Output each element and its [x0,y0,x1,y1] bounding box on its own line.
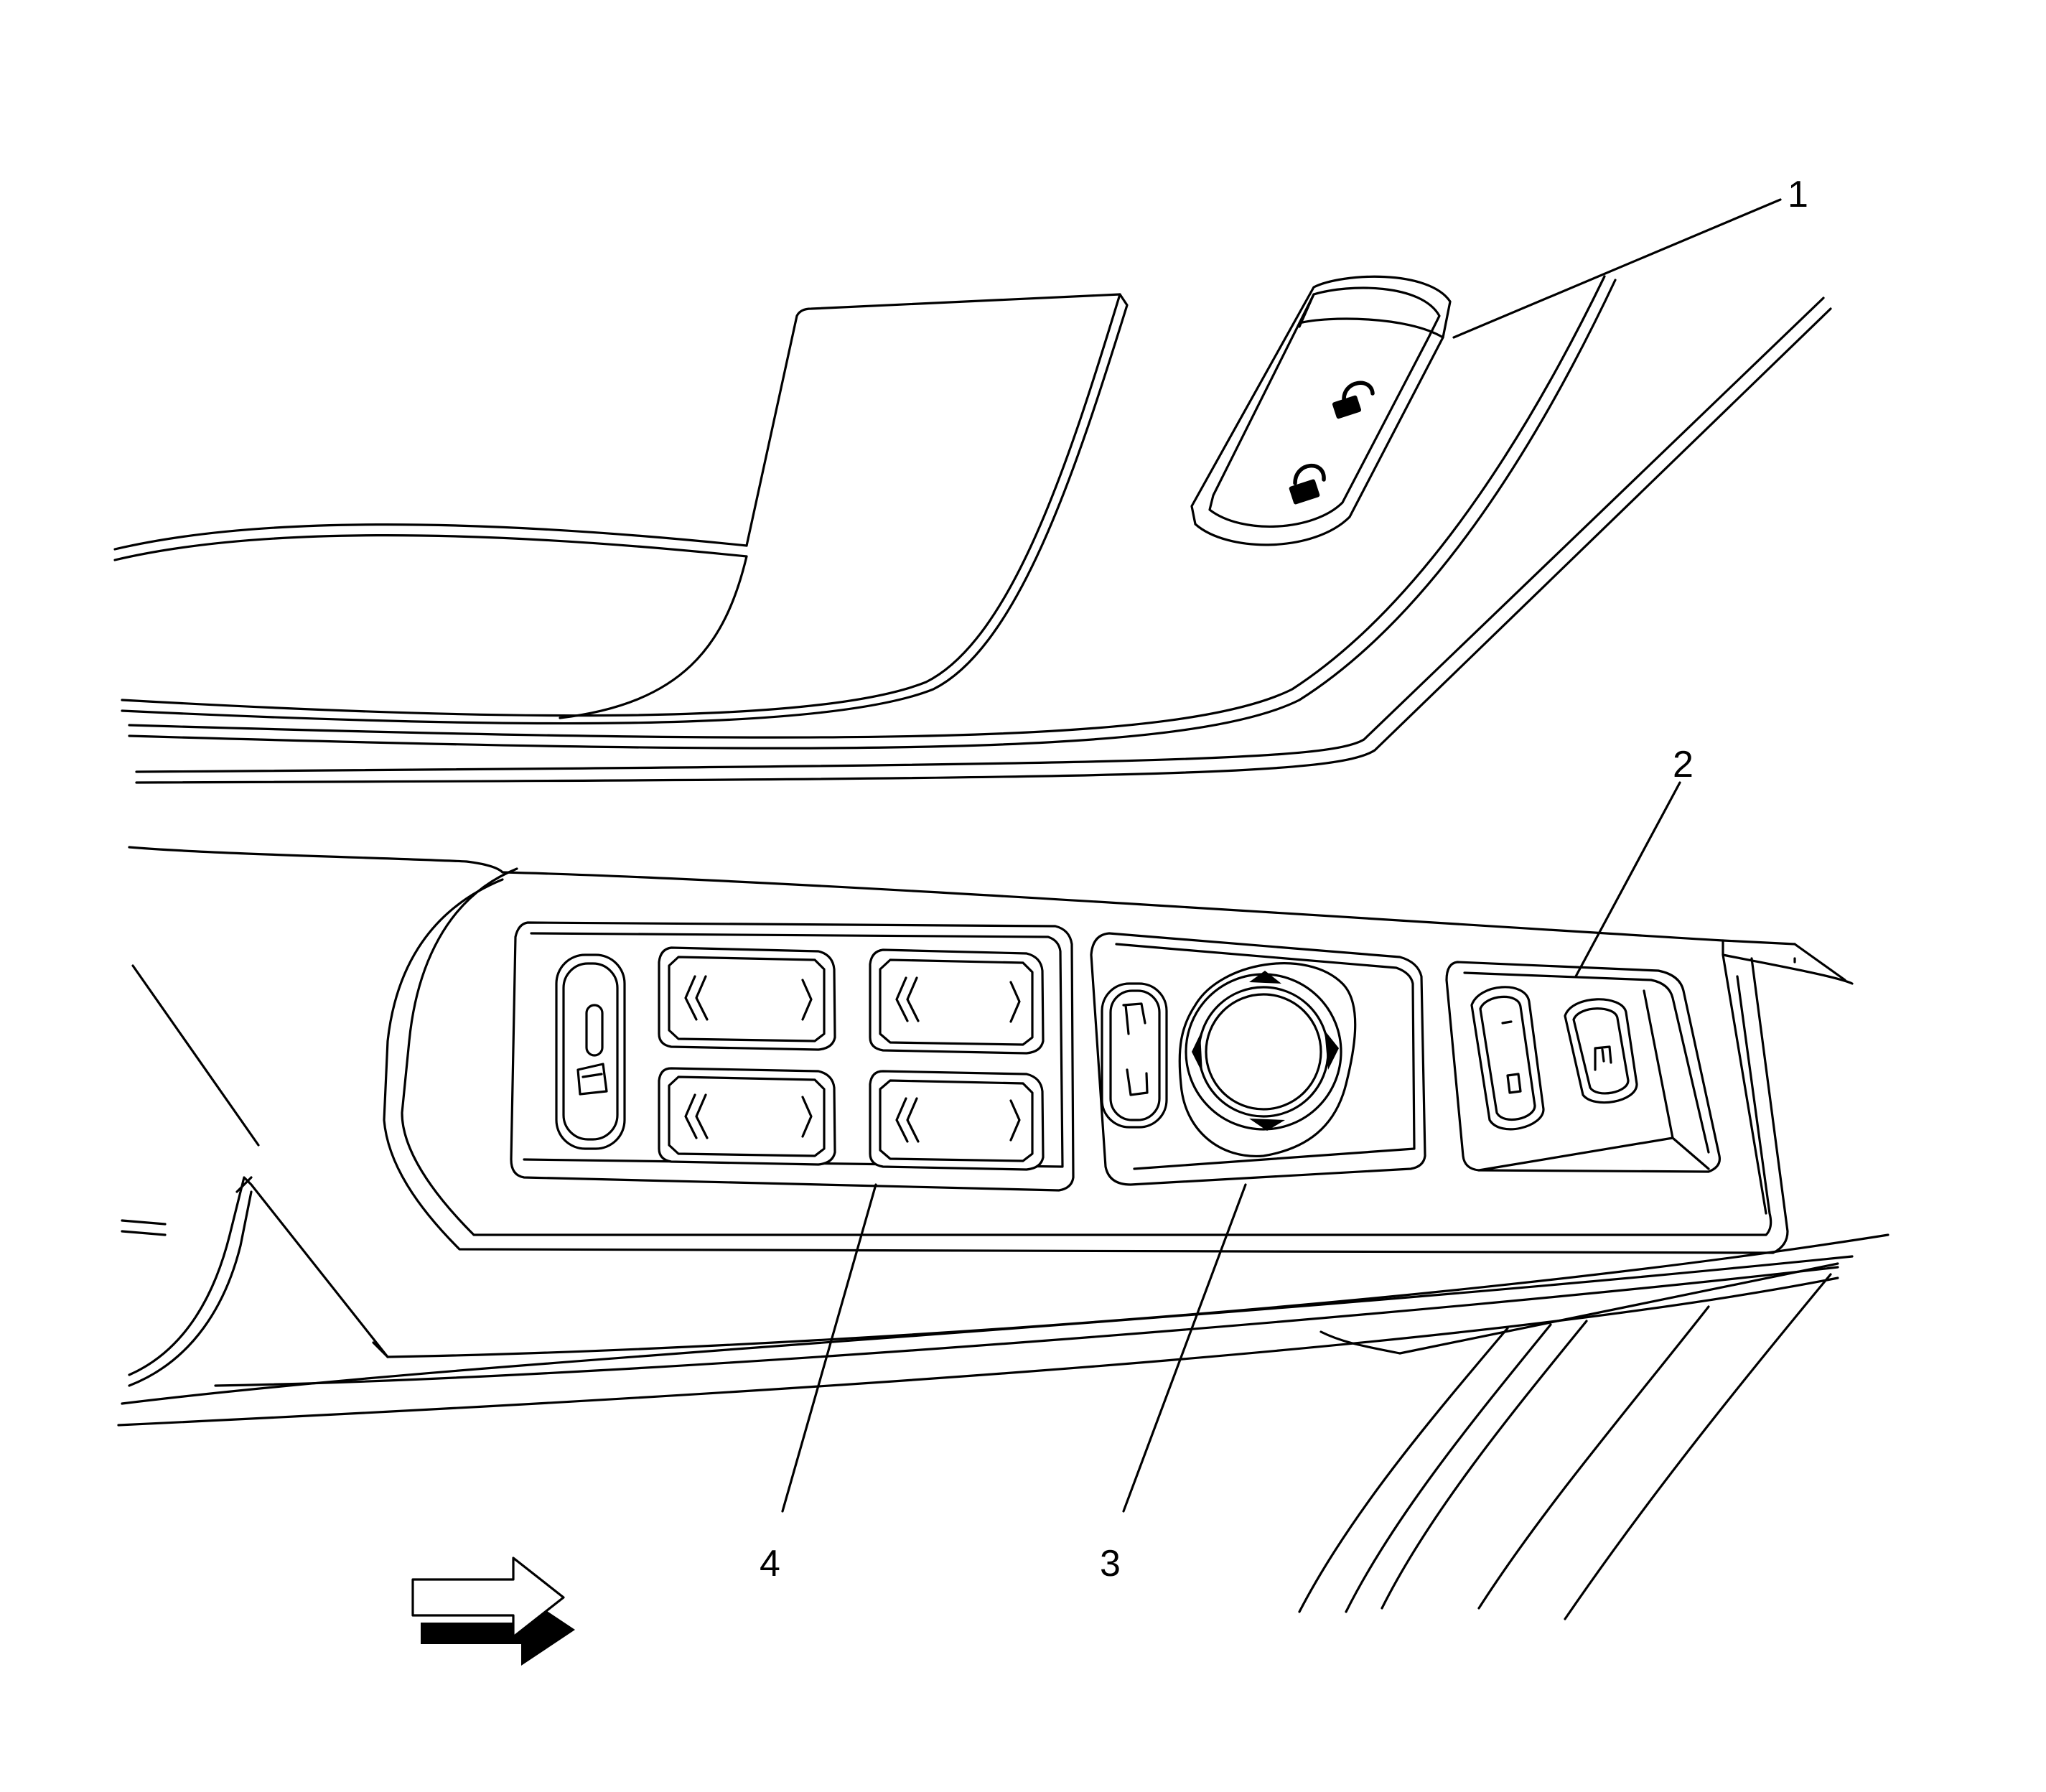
arrow-up-icon [1249,971,1281,984]
upper-door-trim [113,275,1832,784]
callout-2: 2 [1673,744,1694,785]
arrow-right-icon [1325,1030,1339,1070]
mirror-joystick [1178,962,1357,1157]
callout-3: 3 [1100,1543,1121,1585]
lower-door-trim [117,964,1889,1620]
seat-memory-switch-module [1445,961,1722,1173]
arrow-left-icon [1192,1034,1202,1073]
lock-icon [1289,463,1326,505]
callout-4: 4 [760,1543,780,1585]
mirror-select-switch [1101,982,1168,1129]
window-switch-right-front [869,948,1045,1055]
window-switch-left-front [658,946,836,1051]
window-switch-right-rear [869,1070,1045,1171]
front-direction-arrow-icon [411,1557,575,1666]
seat-memory-button-2 [1564,998,1638,1104]
door-lock-switch [1190,275,1452,546]
switch-panel-bezel [128,846,1854,1254]
arrow-down-icon [1249,1119,1285,1131]
seat-memory-button-1 [1470,986,1545,1131]
leader-4 [781,1183,877,1513]
leader-3 [1122,1183,1247,1513]
unlock-icon [1332,381,1375,419]
callout-1: 1 [1788,174,1808,215]
mirror-switch-module [1090,932,1426,1186]
leader-2 [1574,781,1681,978]
leader-1 [1452,198,1782,339]
callout-leaders [781,198,1782,1513]
window-switch-module [510,921,1075,1192]
window-lockout-switch [555,953,626,1150]
window-switch-left-rear [658,1067,836,1166]
